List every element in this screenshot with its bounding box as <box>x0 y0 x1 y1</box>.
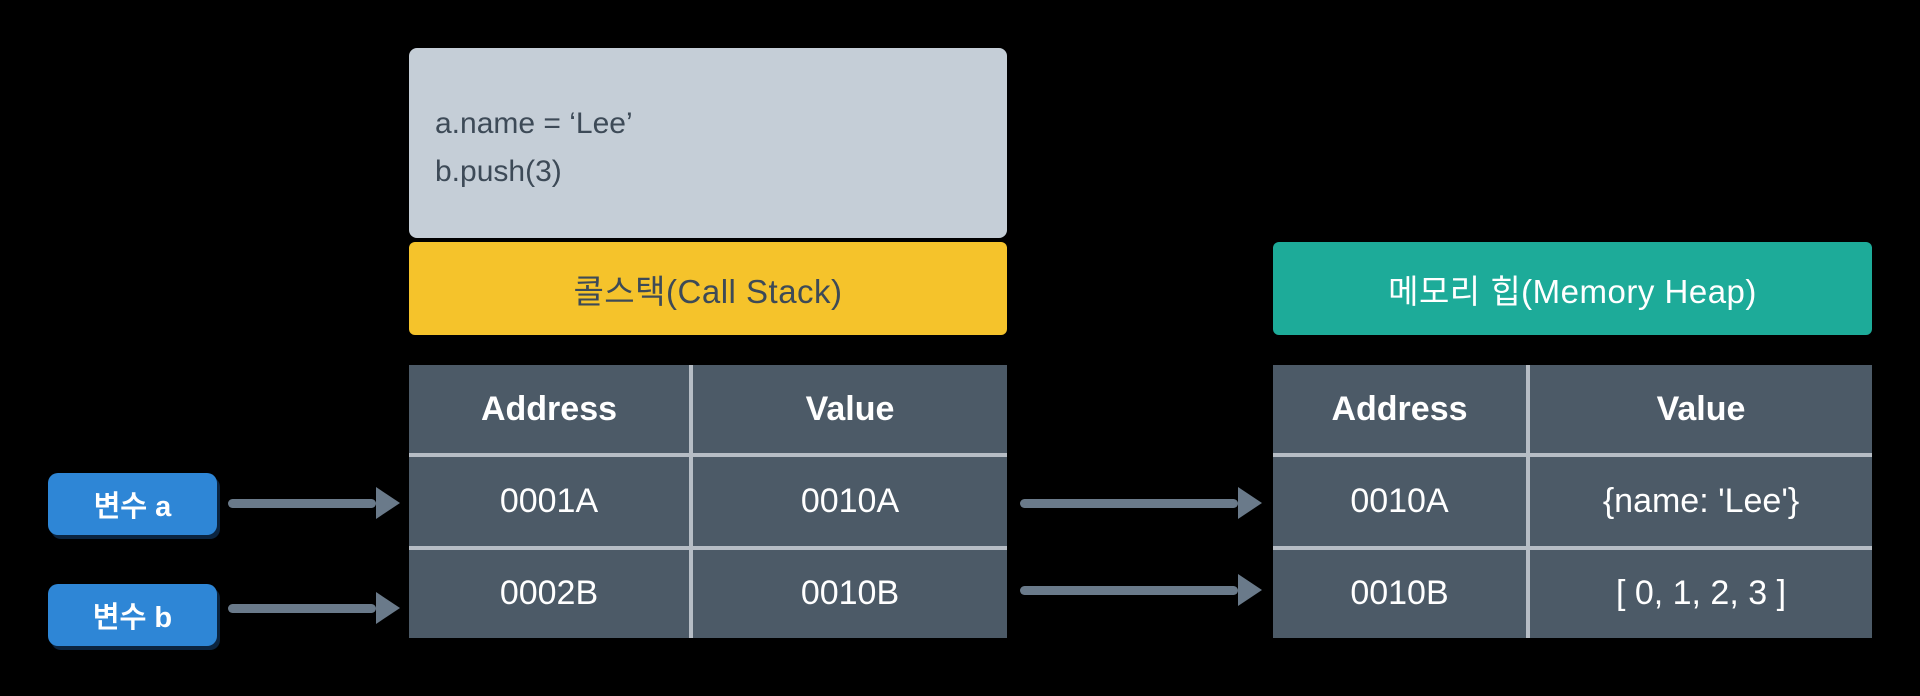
heap-row2-address: 0010B <box>1273 549 1526 638</box>
memory-heap-table: Address Value 0010A {name: 'Lee'} 0010B … <box>1273 365 1872 638</box>
arrow-variable-a-to-stack-icon <box>228 487 400 519</box>
variable-a-label: 변수 a <box>48 473 217 535</box>
arrow-head-icon <box>376 592 400 624</box>
arrow-stack-to-heap-row2-icon <box>1020 574 1262 606</box>
code-line-1: a.name = ‘Lee’ <box>435 107 633 140</box>
arrow-shaft <box>1020 585 1238 595</box>
stack-row1-value: 0010A <box>693 457 1007 546</box>
arrow-head-icon <box>376 487 400 519</box>
arrow-shaft <box>1020 498 1238 508</box>
heap-header-value: Value <box>1530 365 1872 454</box>
memory-heap-title: 메모리 힙(Memory Heap) <box>1388 272 1757 310</box>
stack-row2-value: 0010B <box>693 549 1007 638</box>
heap-row1-value: {name: 'Lee'} <box>1530 457 1872 546</box>
heap-header-address: Address <box>1273 365 1526 454</box>
call-stack-table: Address Value 0001A 0010A 0002B 0010B <box>409 365 1007 638</box>
arrow-variable-b-to-stack-icon <box>228 592 400 624</box>
variable-a-text: 변수 a <box>93 491 172 523</box>
variable-b-label: 변수 b <box>48 584 217 646</box>
stack-header-address: Address <box>409 365 689 454</box>
code-box: a.name = ‘Lee’ b.push(3) <box>409 48 1007 238</box>
arrow-head-icon <box>1238 574 1262 606</box>
variable-b-text: 변수 b <box>92 602 173 634</box>
arrow-head-icon <box>1238 487 1262 519</box>
heap-row1-address: 0010A <box>1273 457 1526 546</box>
heap-row2-value: [ 0, 1, 2, 3 ] <box>1530 549 1872 638</box>
code-line-2: b.push(3) <box>435 155 562 188</box>
call-stack-header: 콜스택(Call Stack) <box>409 242 1007 335</box>
arrow-stack-to-heap-row1-icon <box>1020 487 1262 519</box>
stack-header-value: Value <box>693 365 1007 454</box>
stack-row1-address: 0001A <box>409 457 689 546</box>
memory-heap-header: 메모리 힙(Memory Heap) <box>1273 242 1872 335</box>
arrow-shaft <box>228 603 376 613</box>
stack-row2-address: 0002B <box>409 549 689 638</box>
call-stack-title: 콜스택(Call Stack) <box>573 272 843 310</box>
arrow-shaft <box>228 498 376 508</box>
